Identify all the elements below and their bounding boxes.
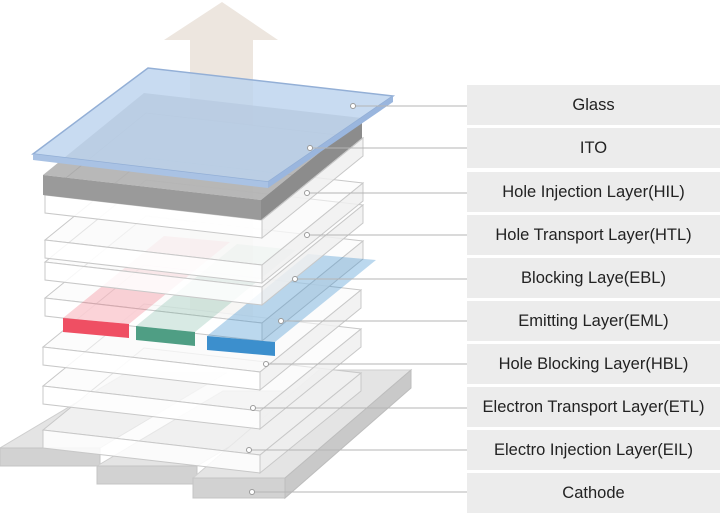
leader-dot-eil [246, 447, 252, 453]
leader-dot-ito [307, 145, 313, 151]
plate-hbl-side [259, 288, 362, 392]
plate-hil-side [261, 136, 364, 240]
emitter-blue-front [207, 336, 275, 356]
label-htl: Hole Transport Layer(HTL) [467, 215, 720, 255]
organic-layer-plates [41, 112, 376, 475]
leader-dot-etl [250, 405, 256, 411]
leader-dot-hbl [263, 361, 269, 367]
glass-plate [31, 67, 396, 188]
leader-dot-htl [304, 232, 310, 238]
leader-lines [249, 105, 467, 493]
emitter-red-front [63, 318, 129, 338]
label-ebl: Blocking Laye(EBL) [467, 258, 720, 298]
label-eil: Electro Injection Layer(EIL) [467, 430, 720, 470]
leader-dot-glass [350, 103, 356, 109]
emitter-green-front [136, 326, 195, 346]
label-glass: Glass [467, 85, 720, 125]
leader-dot-ebl [292, 276, 298, 282]
leader-dot-hil [304, 190, 310, 196]
emitter-blue-glow [207, 254, 376, 342]
plate-htl-side [261, 181, 364, 285]
label-eml: Emitting Layer(EML) [467, 301, 720, 341]
plate-eml-base-side [261, 239, 364, 343]
leader-dot-eml [278, 318, 284, 324]
plate-ebl-side [261, 203, 364, 307]
label-ito: ITO [467, 128, 720, 168]
leader-dots [246, 103, 356, 495]
plate-eil-side [259, 371, 362, 475]
label-cathode: Cathode [467, 473, 720, 513]
label-hil: Hole Injection Layer(HIL) [467, 172, 720, 212]
plate-etl-side [259, 327, 362, 431]
leader-dot-cathode [249, 489, 255, 495]
label-hbl: Hole Blocking Layer(HBL) [467, 344, 720, 384]
label-etl: Electron Transport Layer(ETL) [467, 387, 720, 427]
